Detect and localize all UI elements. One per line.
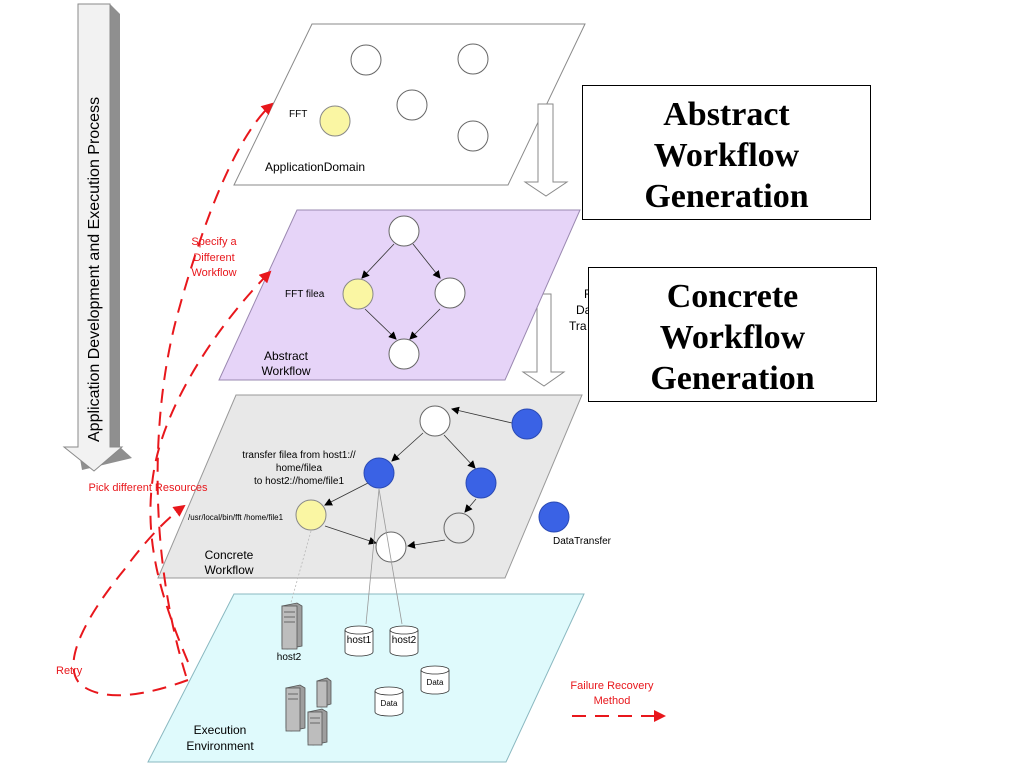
- concrete-box-line1: Concrete: [666, 278, 799, 315]
- execution-environment-label-line2: Environment: [186, 739, 254, 753]
- fft-node: [319, 105, 351, 137]
- concrete-workflow-label-line1: Concrete: [205, 548, 254, 562]
- exec-command-label: /usr/local/bin/fft /home/file1: [188, 513, 284, 522]
- abstract-workflow-label-line2: Workflow: [261, 364, 310, 378]
- edge: [451, 406, 513, 424]
- fft-exec-node: [295, 499, 327, 531]
- database-host2-label: host2: [392, 635, 417, 646]
- app-node: [457, 120, 489, 152]
- abstract-node: [388, 338, 420, 370]
- specify-label-line3: Workflow: [191, 267, 236, 279]
- abstract-workflow-generation-box: Abstract Workflow Generation: [582, 85, 871, 220]
- database-icon-host2: [389, 625, 419, 657]
- app-node: [457, 43, 489, 75]
- concrete-workflow-plane: [157, 394, 583, 579]
- retry-label: Retry: [56, 665, 83, 677]
- server-icon: [281, 602, 303, 650]
- mapping-line: [378, 488, 403, 625]
- transfer-text-line1: transfer filea from host1://: [242, 450, 356, 461]
- concrete-node: [375, 531, 407, 563]
- down-arrow-abstract: [523, 103, 569, 197]
- database-host1-label: host1: [347, 635, 372, 646]
- specify-label-line2: Different: [193, 252, 234, 264]
- hidden-text-line2: Da: [576, 303, 592, 317]
- abstract-box-line2: Workflow: [653, 137, 800, 174]
- data-transfer-node: [363, 457, 395, 489]
- concrete-workflow-layer: transfer filea from host1:// home/filea …: [157, 394, 583, 579]
- server-host2-label: host2: [277, 652, 302, 663]
- abstract-workflow-plane: [218, 209, 581, 381]
- concrete-workflow-generation-box: Concrete Workflow Generation: [588, 267, 877, 402]
- abstract-box-line3: Generation: [644, 178, 809, 215]
- data-transfer-legend-node: [538, 501, 570, 533]
- transfer-text-line3: to host2://home/file1: [254, 476, 344, 487]
- hidden-text-line3: Tra: [569, 319, 587, 333]
- retry-arrow: [72, 504, 189, 697]
- data-transfer-node: [465, 467, 497, 499]
- abstract-workflow-label-line1: Abstract: [264, 349, 309, 363]
- database-icon-data: [374, 686, 404, 717]
- mapping-line: [289, 530, 312, 607]
- fft-filea-node: [342, 278, 374, 310]
- fft-label: FFT: [289, 109, 307, 120]
- database-icon-host1: [344, 625, 374, 657]
- data-transfer-node: [511, 408, 543, 440]
- execution-environment-label-line1: Execution: [194, 723, 247, 737]
- edge: [409, 308, 441, 340]
- feedback-arrows: [72, 102, 666, 722]
- app-node: [350, 44, 382, 76]
- execution-environment-layer: host2 host1 host2 Data Data: [147, 488, 585, 763]
- process-arrow-label: Application Development and Execution Pr…: [86, 97, 103, 442]
- application-domain-layer: FFT ApplicationDomain: [233, 23, 586, 186]
- edge: [324, 482, 369, 506]
- process-side-arrow: Application Development and Execution Pr…: [62, 3, 132, 472]
- edge: [361, 243, 395, 279]
- abstract-box-line1: Abstract: [663, 96, 790, 133]
- concrete-box-line2: Workflow: [659, 319, 806, 356]
- edge: [464, 498, 477, 513]
- edge: [407, 539, 446, 549]
- database-data-label: Data: [381, 699, 398, 708]
- edge: [443, 434, 476, 469]
- concrete-node: [443, 512, 475, 544]
- specify-label-line1: Specify a: [191, 236, 237, 248]
- app-node: [396, 89, 428, 121]
- abstract-node: [388, 215, 420, 247]
- pick-resources-arrow: [149, 270, 272, 663]
- application-domain-label: ApplicationDomain: [265, 160, 365, 174]
- transfer-text-line2: home/filea: [276, 463, 323, 474]
- concrete-box-line3: Generation: [650, 360, 815, 397]
- pick-resources-label: Pick different Resources: [88, 482, 208, 494]
- execution-environment-plane: [147, 593, 585, 763]
- concrete-workflow-label-line2: Workflow: [204, 563, 253, 577]
- down-arrow-concrete: [521, 293, 566, 387]
- database-data-label: Data: [427, 678, 444, 687]
- database-icon-data: [420, 665, 450, 695]
- edge: [324, 525, 377, 545]
- edge: [364, 308, 397, 340]
- data-transfer-legend-label: DataTransfer: [553, 536, 612, 547]
- failure-recovery-label-line2: Method: [594, 695, 631, 707]
- abstract-workflow-layer: FFT filea Abstract Workflow: [218, 209, 581, 381]
- failure-recovery-label-line1: Failure Recovery: [570, 680, 654, 692]
- edge: [412, 243, 441, 279]
- server-cluster-icon: [285, 677, 332, 746]
- abstract-node: [434, 277, 466, 309]
- concrete-node: [419, 405, 451, 437]
- fft-filea-label: FFT filea: [285, 289, 325, 300]
- specify-workflow-arrow: [156, 102, 274, 677]
- edge: [391, 432, 424, 462]
- mapping-line: [365, 488, 380, 625]
